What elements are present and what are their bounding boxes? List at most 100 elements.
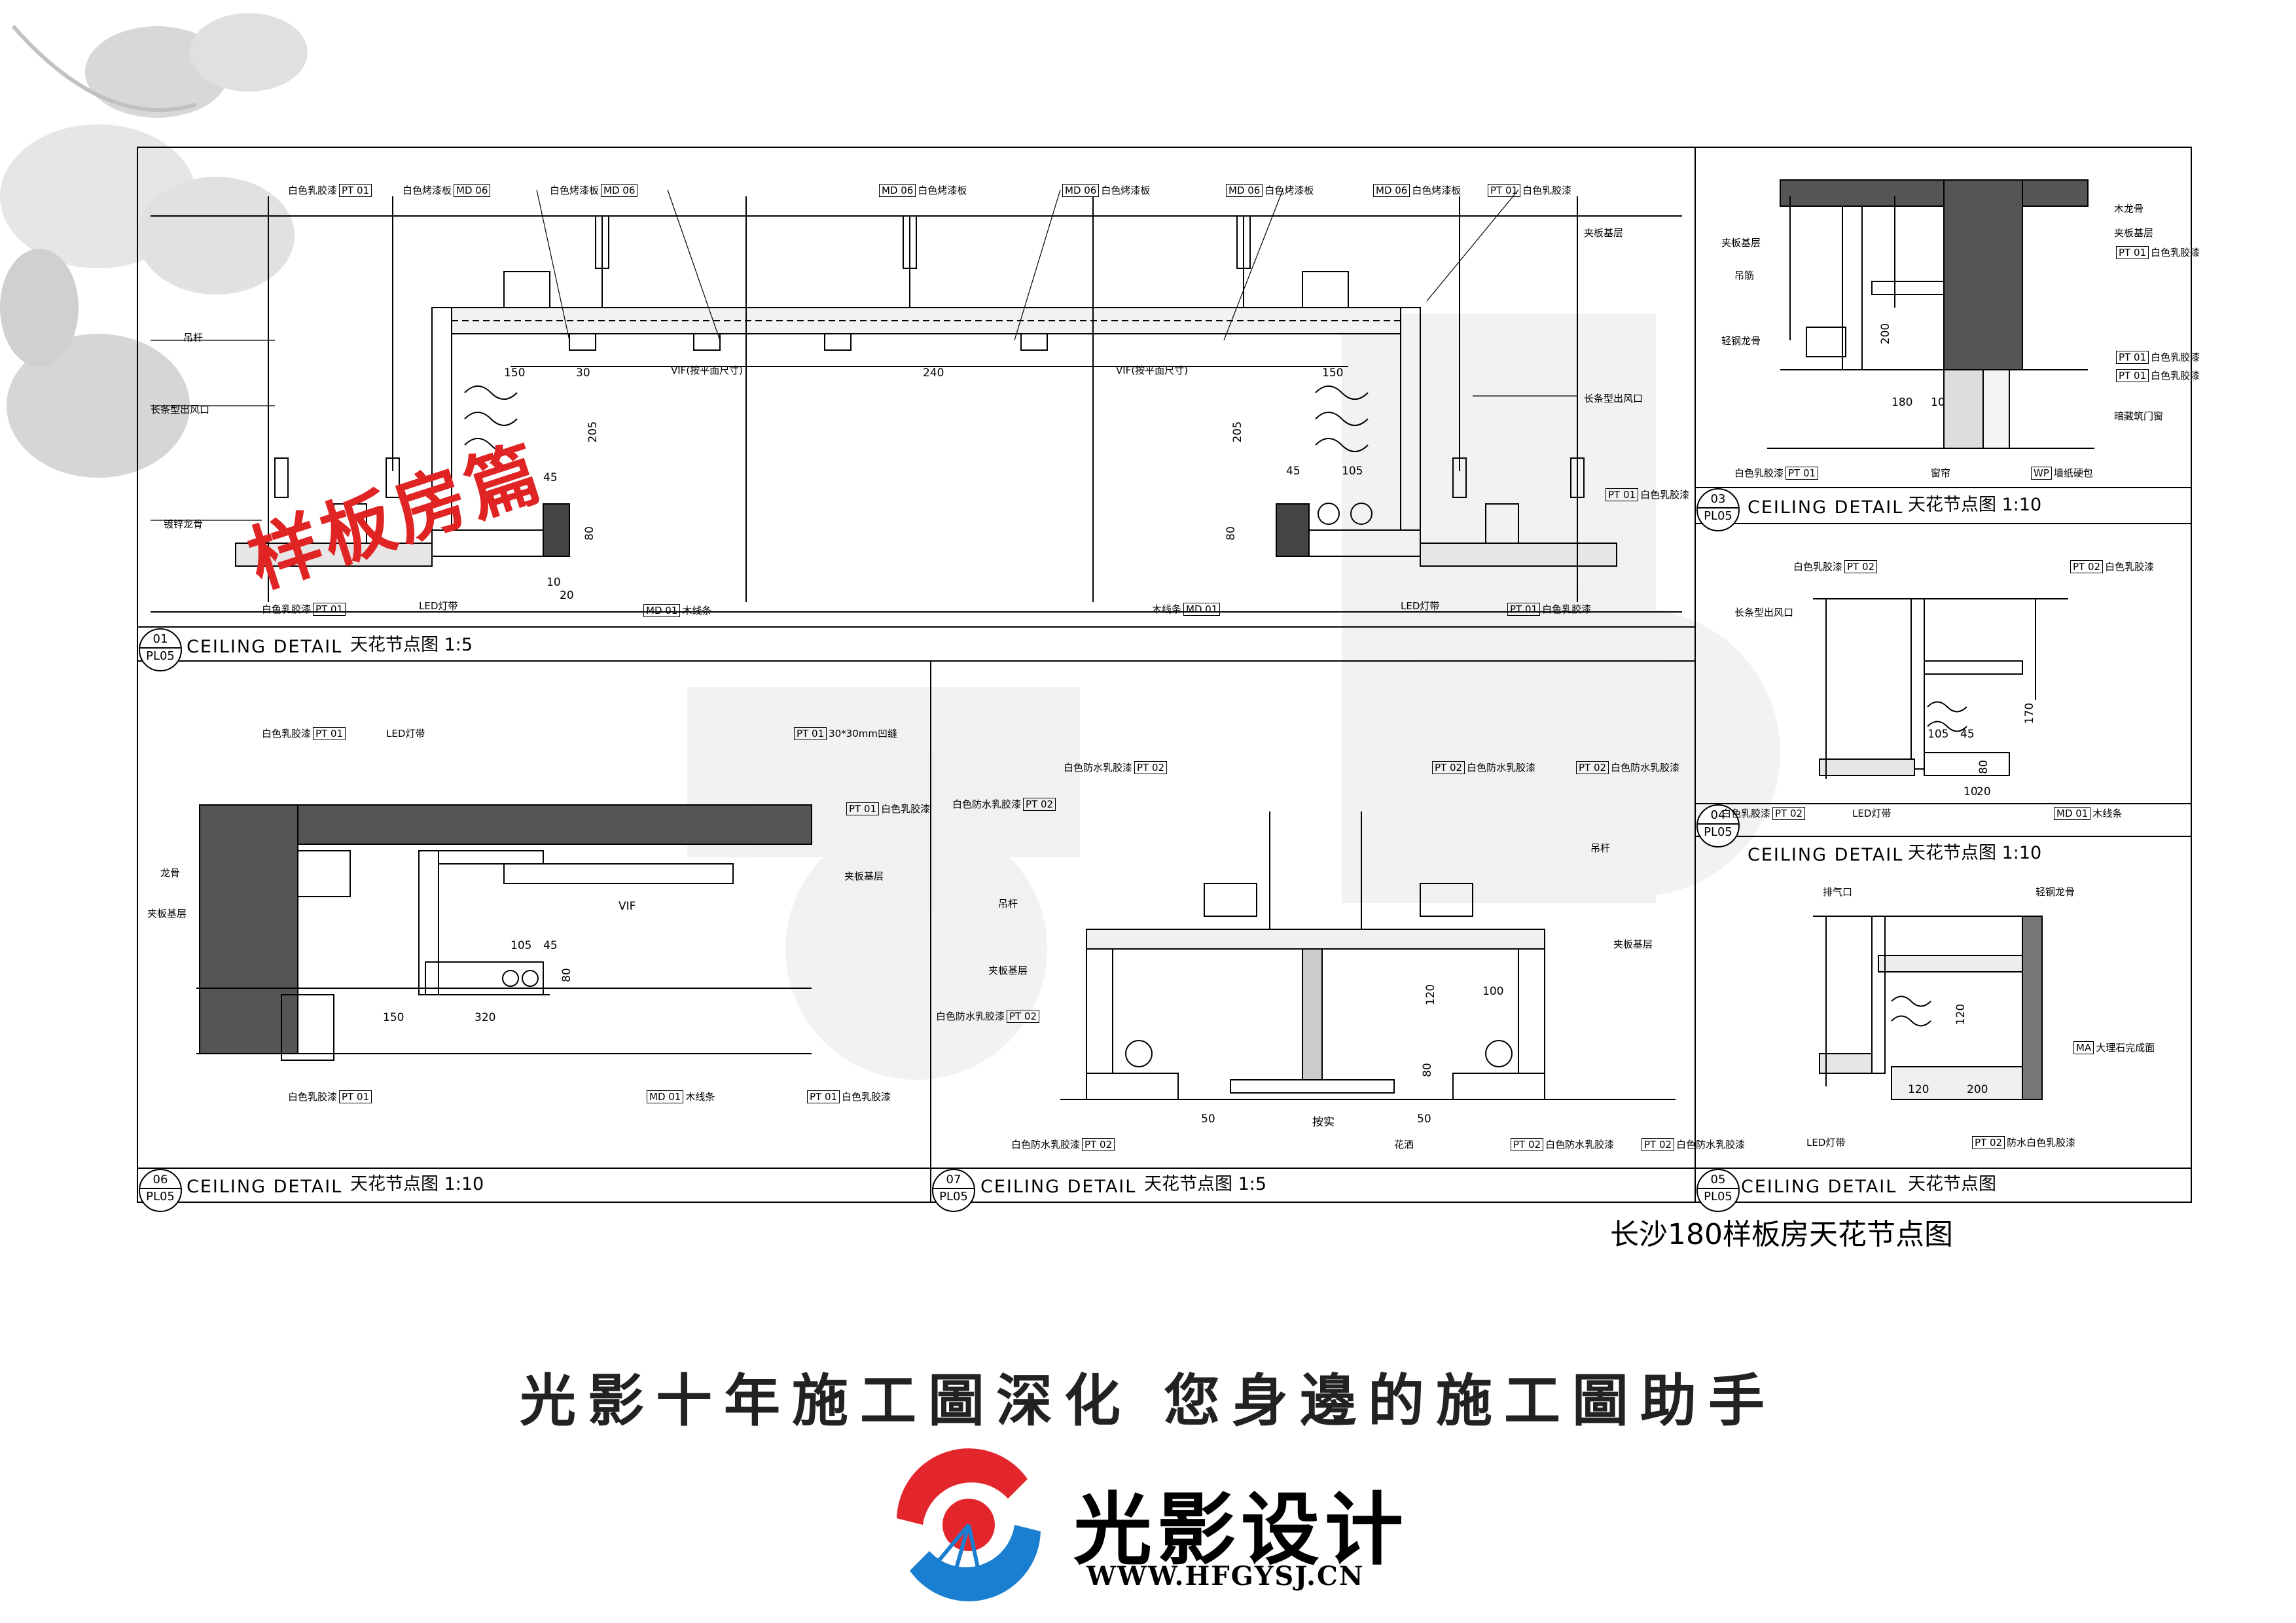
p05-dim-200: 200: [1967, 1083, 1988, 1096]
p04-dim-10: 10: [1964, 785, 1978, 798]
p07-dim-50-r: 50: [1417, 1113, 1431, 1126]
p03-dim-200: 200: [1879, 323, 1893, 345]
p01-tag-vif-left: VIF(按平面尺寸): [671, 365, 744, 376]
p01-dim-45-right: 45: [1286, 465, 1300, 478]
p01-dim-205-right: 205: [1231, 421, 1245, 443]
p05-dim-120-a: 120: [1954, 1003, 1968, 1026]
p06-tag-keel: 龙骨: [160, 867, 181, 879]
panel-06-drawing: [196, 804, 812, 1061]
panel-04-title-en-visible: CEILING DETAIL: [1748, 845, 1904, 865]
p06-tag-plywood-l: 夹板基层: [147, 908, 187, 919]
p03-tag-curtain: 窗帘: [1931, 467, 1951, 479]
p01-dim-80-left: 80: [583, 526, 596, 541]
ink-flower-decoration: [0, 13, 308, 478]
p07-dim-80: 80: [1420, 1063, 1434, 1077]
p01-tag-led-left: LED灯带: [419, 600, 458, 612]
p07-tag-hanger-r: 吊杆: [1590, 842, 1611, 854]
panel-06-title-cn: 天花节点图 1:10: [350, 1174, 484, 1194]
p03-tag-plywood: 夹板基层: [2114, 227, 2154, 239]
p04-dim-80: 80: [1977, 760, 1990, 774]
p01-tag-vent-right: 长条型出风口: [1584, 393, 1643, 404]
panel-06-title-en: CEILING DETAIL: [187, 1177, 343, 1197]
p06-tag-led: LED灯带: [386, 728, 425, 740]
panel-03-title-en: CEILING DETAIL: [1748, 497, 1904, 518]
panel-07-title-en: CEILING DETAIL: [980, 1177, 1137, 1197]
panel-05-title-en: CEILING DETAIL: [1741, 1177, 1897, 1197]
p01-dim-150-right: 150: [1322, 366, 1344, 380]
panel-03-title-cn: 天花节点图 1:10: [1908, 495, 2042, 515]
p03-tag-light-keel: 轻钢龙骨: [1721, 335, 1761, 347]
p04-dim-45: 45: [1960, 728, 1975, 741]
p01-dim-30-left: 30: [576, 366, 590, 380]
p01-tag-vent-left: 长条型出风口: [151, 404, 210, 416]
p06-dim-320: 320: [475, 1011, 496, 1024]
panel-07-title-cn: 天花节点图 1:5: [1144, 1174, 1267, 1194]
p06-dim-150: 150: [383, 1011, 404, 1024]
p03-dim-10: 10: [1931, 396, 1945, 409]
p01-tag-hanger: 吊杆: [183, 332, 204, 344]
p06-dim-105: 105: [511, 939, 532, 952]
p07-dim-50-l: 50: [1201, 1113, 1215, 1126]
p07-tag-hanger-l: 吊杆: [998, 898, 1018, 910]
p06-dim-80: 80: [560, 968, 573, 982]
p06-dim-45: 45: [543, 939, 558, 952]
p07-tag-shower: 花洒: [1394, 1139, 1414, 1150]
brand-name: 光影设计: [1073, 1485, 1408, 1576]
p03-tag-plywood-left: 夹板基层: [1721, 237, 1761, 249]
sheet-frame: [137, 147, 2192, 1203]
p07-dim-120: 120: [1424, 984, 1438, 1006]
p04-dim-20: 20: [1977, 785, 1991, 798]
p05-dim-120-b: 120: [1908, 1083, 1929, 1096]
p05-tag-led: LED灯带: [1806, 1137, 1846, 1149]
p01-tag-keel: 镀锌龙骨: [164, 518, 204, 530]
p01-dim-45-left: 45: [543, 471, 558, 484]
p06-tag-plywood-r: 夹板基层: [844, 870, 884, 882]
panel-01-title-en: CEILING DETAIL: [187, 637, 343, 657]
p06-vif: VIF: [619, 900, 636, 913]
brand-url[interactable]: WWW.HFGYSJ.CN: [1086, 1561, 1365, 1592]
p03-tag-closet: 暗藏筑门窗: [2114, 410, 2164, 422]
p01-tag-vif-right: VIF(按平面尺寸): [1116, 365, 1189, 376]
p04-tag-vent: 长条型出风口: [1734, 607, 1794, 618]
p01-dim-150-left: 150: [504, 366, 526, 380]
sheet-caption: 长沙180样板房天花节点图: [1610, 1218, 1953, 1251]
panel-05-drawing: [1813, 916, 2043, 1100]
p07-install: 按实: [1312, 1116, 1335, 1129]
p01-tag-led-right: LED灯带: [1401, 600, 1440, 612]
